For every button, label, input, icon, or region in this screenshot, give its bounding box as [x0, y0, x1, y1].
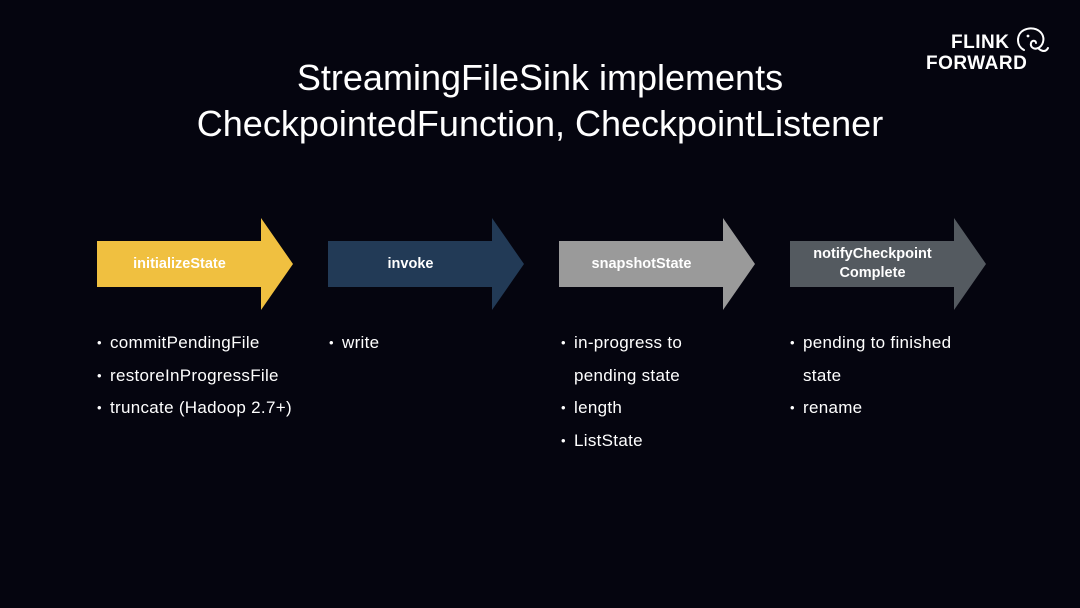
logo-text-flink: FLINK — [951, 32, 1010, 53]
bullet-item: rename — [790, 392, 951, 425]
step-label-4-line-1: notifyCheckpoint — [813, 246, 932, 262]
bullet-continuation: pending state — [574, 365, 680, 385]
step-label-1: initializeState — [133, 255, 226, 272]
bullet-item: ListState — [561, 425, 682, 458]
title-line-1: StreamingFileSink implements — [296, 57, 784, 98]
step-invoke: invoke — [328, 218, 524, 310]
step-initialize-state: initializeState — [97, 218, 293, 310]
arrow-shape-1 — [97, 218, 293, 310]
step-3-bullet-list: in-progress to pending state length List… — [561, 327, 682, 457]
step-2-bullet-list: write — [329, 327, 379, 360]
bullet-item: length — [561, 392, 682, 425]
flink-forward-logo: FLINK FORWARD — [924, 26, 1056, 76]
arrow-shape-4 — [790, 218, 986, 310]
step-label-4-line-2: Complete — [839, 265, 906, 281]
bullet-item: write — [329, 327, 379, 360]
step-label-2: invoke — [387, 255, 434, 272]
bullet-item: in-progress to — [561, 327, 682, 360]
bullet-item: commitPendingFile — [97, 327, 292, 360]
arrow-shape-2 — [328, 218, 524, 310]
bullet-continuation: state — [803, 365, 842, 385]
squirrel-icon — [1017, 27, 1049, 52]
bullet-item: truncate (Hadoop 2.7+) — [97, 392, 292, 425]
slide-title: StreamingFileSink implements Checkpointe… — [0, 55, 1080, 147]
step-snapshot-state: snapshotState — [559, 218, 755, 310]
title-line-2: CheckpointedFunction, CheckpointListener — [196, 103, 884, 144]
bullet-item: restoreInProgressFile — [97, 360, 292, 393]
bullet-item: pending to finished — [790, 327, 951, 360]
step-1-bullet-list: commitPendingFile restoreInProgressFile … — [97, 327, 292, 425]
logo-text-forward: FORWARD — [926, 53, 1028, 74]
step-4-bullet-list: pending to finished state rename — [790, 327, 951, 425]
arrow-shape-3 — [559, 218, 755, 310]
step-label-3: snapshotState — [591, 255, 692, 272]
